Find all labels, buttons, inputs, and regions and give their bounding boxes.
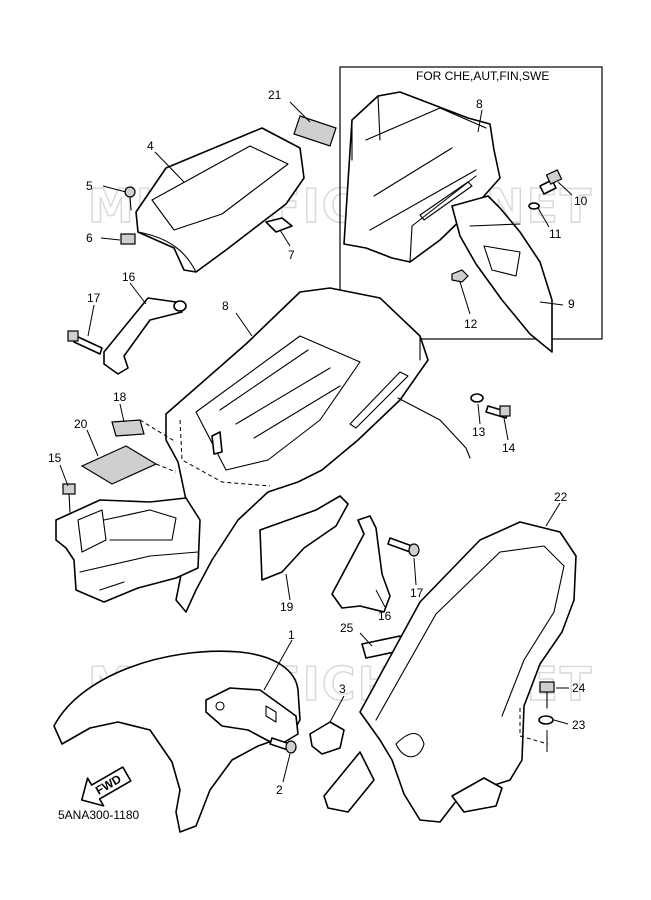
callout-19: 19 — [280, 600, 294, 614]
washer-13-icon — [470, 393, 484, 403]
fwd-arrow-icon: FWD — [80, 766, 132, 807]
callout-21: 21 — [268, 88, 282, 102]
damper-7 — [265, 217, 293, 233]
grab-handle-top — [103, 297, 187, 375]
callout-18: 18 — [113, 390, 127, 404]
rear-fender — [165, 287, 471, 613]
inset-variant-box: FOR CHE,AUT,FIN,SWE — [339, 66, 603, 340]
grab-handle-lower — [331, 515, 391, 613]
bolt-2-icon — [269, 737, 297, 754]
callout-22: 22 — [554, 490, 568, 504]
callout-16-lower: 16 — [378, 609, 392, 623]
washer-23-icon — [538, 715, 554, 725]
callout-10: 10 — [574, 194, 588, 208]
rear-flap-22 — [323, 521, 577, 823]
license-bracket — [451, 195, 553, 353]
nut-6-icon — [120, 233, 136, 245]
callout-17-lower: 17 — [410, 586, 424, 600]
callout-24: 24 — [572, 681, 586, 695]
bolt-15-icon — [62, 483, 76, 513]
plate-18 — [111, 419, 145, 437]
bolt-17-lower-icon — [387, 537, 420, 557]
seat-cowl — [135, 127, 305, 273]
bolt-14-icon — [485, 405, 511, 419]
callout-23: 23 — [572, 718, 586, 732]
callout-25: 25 — [340, 621, 354, 635]
diagram-code: 5ANA300-1180 — [58, 808, 139, 822]
callout-17-top: 17 — [87, 291, 101, 305]
callout-20: 20 — [74, 417, 88, 431]
callout-3: 3 — [339, 682, 346, 696]
sticker-21 — [293, 115, 337, 147]
front-fender — [53, 650, 301, 833]
callout-9: 9 — [568, 297, 575, 311]
callout-12: 12 — [464, 317, 478, 331]
callout-14: 14 — [502, 441, 516, 455]
callout-16-top: 16 — [122, 270, 136, 284]
bolt-24-icon — [539, 681, 555, 709]
callout-6: 6 — [86, 231, 93, 245]
callout-13: 13 — [472, 425, 486, 439]
callout-2: 2 — [276, 783, 283, 797]
inset-caption: FOR CHE,AUT,FIN,SWE — [416, 69, 549, 83]
nut-12-icon — [451, 269, 469, 283]
protector-19 — [259, 495, 349, 581]
callout-7: 7 — [288, 248, 295, 262]
callout-4: 4 — [147, 139, 154, 153]
leader-lines — [59, 101, 573, 783]
callout-15: 15 — [48, 451, 62, 465]
callout-8-inset: 8 — [476, 97, 483, 111]
bolt-17-top-icon — [67, 330, 103, 355]
tool-box — [55, 497, 201, 603]
cable-guide-3 — [309, 721, 345, 755]
plate-20 — [80, 445, 158, 485]
callout-labels: 21 4 5 6 7 8 10 11 12 9 16 17 8 13 14 18… — [48, 88, 588, 797]
callout-8: 8 — [222, 299, 229, 313]
washer-11-icon — [528, 202, 540, 210]
callout-1: 1 — [288, 628, 295, 642]
bolt-10-icon — [539, 169, 563, 195]
callout-5: 5 — [86, 179, 93, 193]
callout-11: 11 — [549, 227, 562, 241]
